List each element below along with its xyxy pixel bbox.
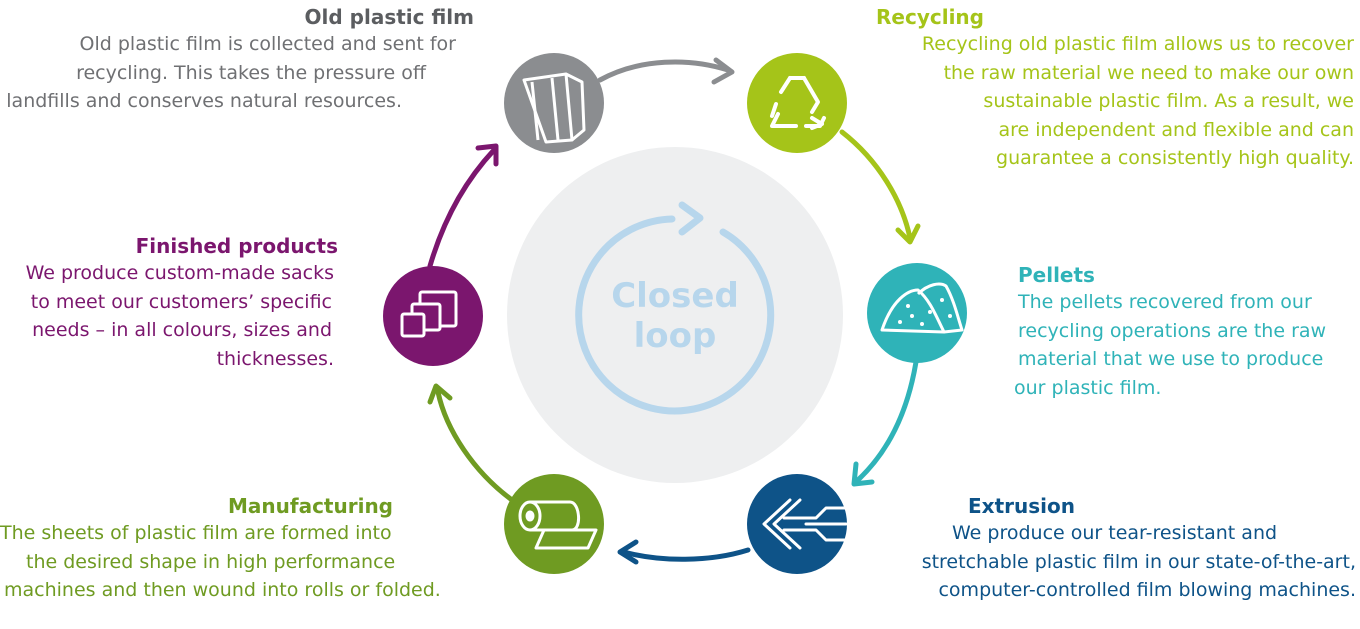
film-sheet-icon <box>522 72 586 144</box>
stage-desc-line: The pellets recovered from our <box>1018 291 1312 313</box>
stage-title: Manufacturing <box>228 494 393 518</box>
stage-desc-line: the raw material we need to make our own <box>943 61 1354 84</box>
stage-desc-line: to meet our customers’ specific <box>30 290 332 313</box>
stage-desc-line: Recycling old plastic film allows us to … <box>921 33 1354 55</box>
stage-desc-line: machines and then wound into rolls or fo… <box>4 579 441 601</box>
stage-desc-line: stretchable plastic film in our state-of… <box>921 550 1356 573</box>
center-label: Closed loop <box>570 276 780 356</box>
stage-desc-line: We produce our tear-resistant and <box>952 522 1278 544</box>
stage-desc-line: thicknesses. <box>216 347 334 370</box>
stage-node-extrusion <box>747 474 848 574</box>
stage-desc-line: We produce custom-made sacks <box>25 262 334 284</box>
extrusion-arrow-icon <box>762 498 848 550</box>
arrow-pellets-to-extrusion <box>851 359 919 487</box>
stage-desc-line: our plastic film. <box>1014 376 1162 399</box>
stage-desc-line: guarantee a consistently high quality. <box>996 147 1354 169</box>
stage-text-extrusion: Extrusion We produce our tear-resistant … <box>896 493 1356 605</box>
stage-text-recycling: Recycling Recycling old plastic film all… <box>860 4 1354 173</box>
film-roll-icon <box>518 500 598 550</box>
stage-node-manufacturing <box>504 474 604 574</box>
arrow-recycling-to-pellets <box>839 129 921 245</box>
stage-desc-line: needs – in all colours, sizes and <box>32 319 332 341</box>
center-loop-ring <box>575 215 775 415</box>
stage-desc-line: the desired shape in high performance <box>26 550 396 573</box>
stage-desc-line: Old plastic film is collected and sent f… <box>79 33 456 55</box>
stage-text-pellets: Pellets The pellets recovered from our r… <box>1010 262 1350 402</box>
stage-title: Pellets <box>1018 263 1095 287</box>
stage-title: Recycling <box>876 5 984 29</box>
arrow-old-film-to-recycling <box>597 57 735 85</box>
stage-desc-line: recycling operations are the raw <box>1018 319 1327 342</box>
arrow-manufacturing-to-finished <box>427 383 515 503</box>
center-label-line-2: loop <box>633 316 717 356</box>
stage-text-manufacturing: Manufacturing The sheets of plastic film… <box>0 493 452 605</box>
stage-desc-line: computer-controlled film blowing machine… <box>938 579 1356 601</box>
stacked-squares-icon <box>400 290 458 338</box>
stage-desc-line: are independent and flexible and can <box>998 118 1354 141</box>
stage-title: Old plastic film <box>304 5 474 29</box>
stage-desc-line: The sheets of plastic film are formed in… <box>0 522 392 544</box>
stage-desc-line: landfills and conserves natural resource… <box>6 90 402 112</box>
center-loop-arrowhead <box>678 201 704 236</box>
stage-desc-line: sustainable plastic film. As a result, w… <box>983 90 1354 112</box>
arrow-extrusion-to-manufacturing <box>617 539 751 565</box>
stage-text-finished-products: Finished products We produce custom-made… <box>0 233 338 373</box>
stage-desc-line: material that we use to produce <box>1018 348 1324 370</box>
center-disc <box>507 147 843 483</box>
recycle-triangle-icon <box>770 76 826 130</box>
stage-node-pellets <box>867 263 967 363</box>
stage-text-old-plastic-film: Old plastic film Old plastic film is col… <box>0 4 474 116</box>
stage-title: Finished products <box>135 234 338 258</box>
stage-desc-line: recycling. This takes the pressure off <box>76 61 426 84</box>
center-label-line-1: Closed <box>611 276 739 316</box>
stage-node-finished-products <box>383 266 483 366</box>
stage-title: Extrusion <box>968 494 1075 518</box>
stage-node-recycling <box>747 53 847 153</box>
pellets-pile-icon <box>880 282 964 334</box>
arrow-finished-to-old-film <box>427 143 499 269</box>
stage-node-old-plastic-film <box>504 53 604 153</box>
